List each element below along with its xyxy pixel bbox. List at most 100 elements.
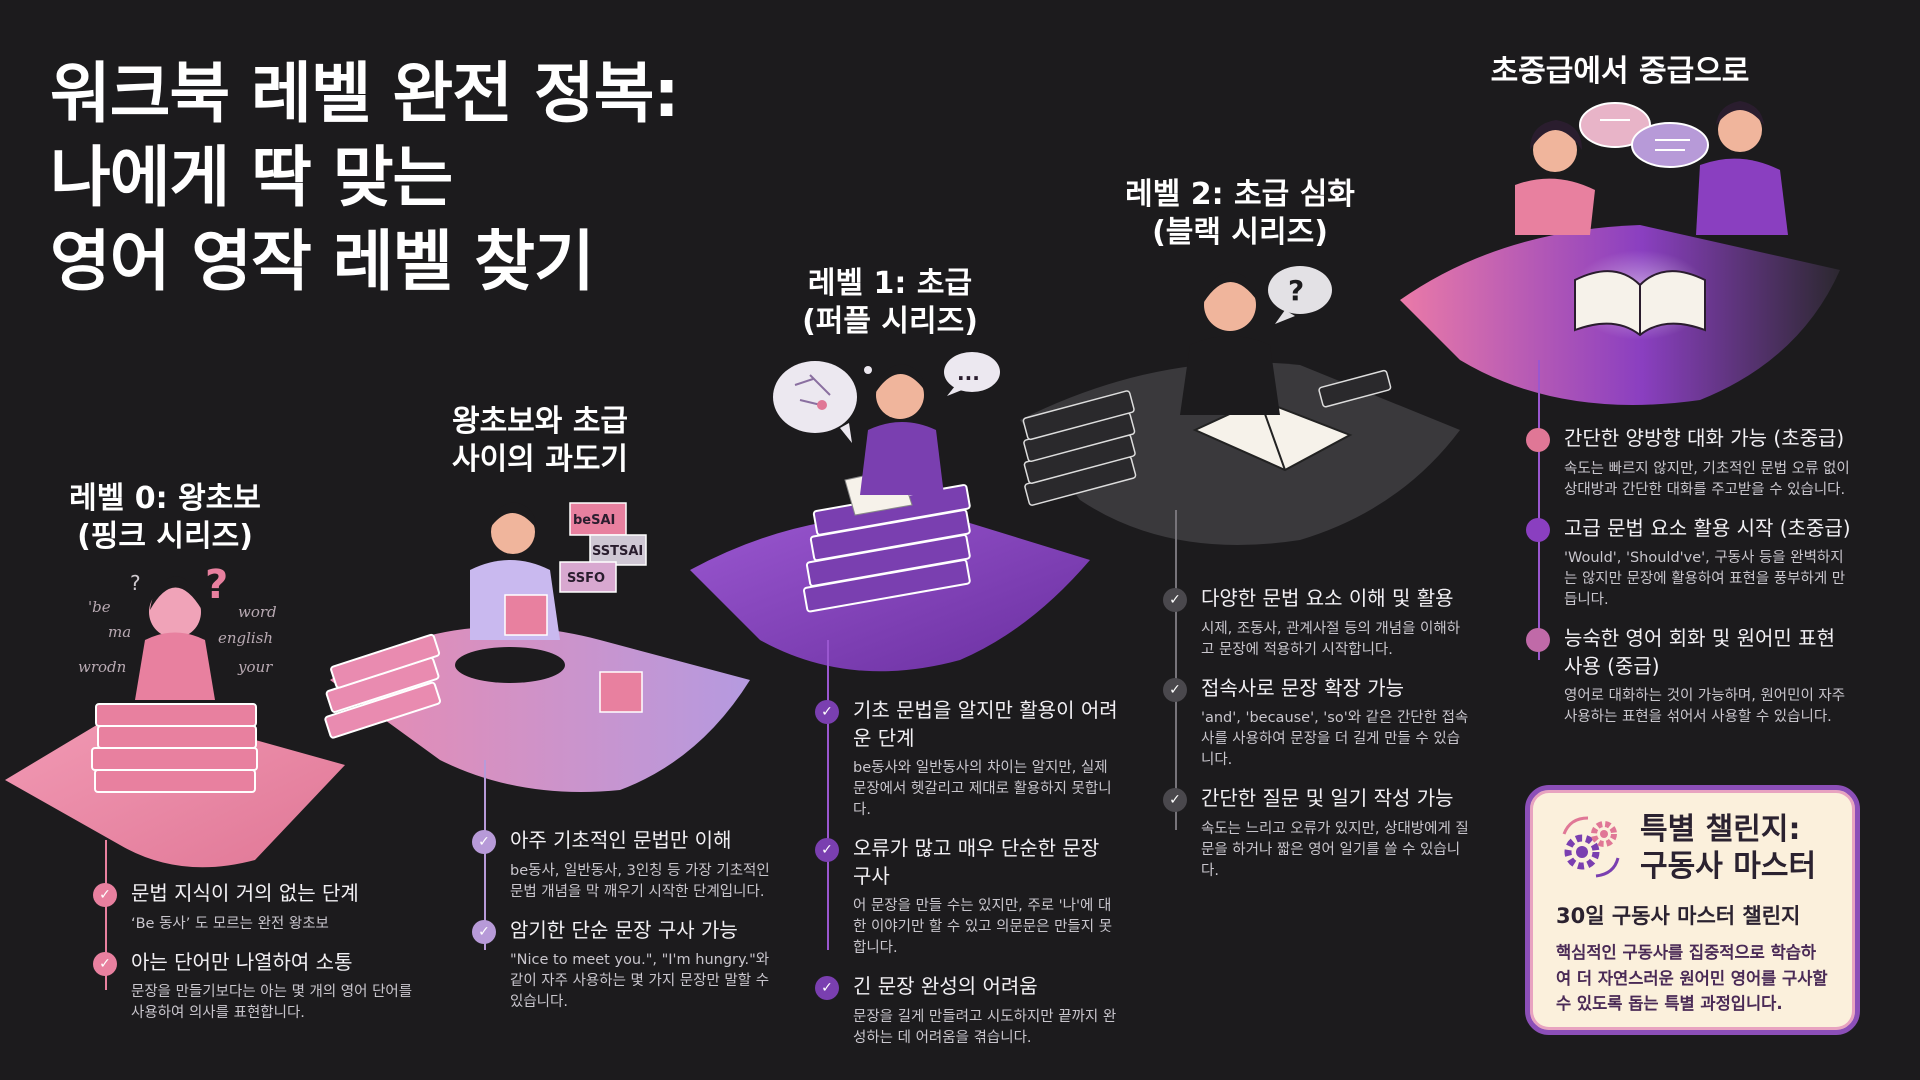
item-title: 오류가 많고 매우 단순한 문장 구사 bbox=[853, 836, 1100, 888]
list-item: ✓ 접속사로 문장 확장 가능 'and', 'because', 'so'와 … bbox=[1163, 675, 1473, 772]
transition-items: ✓ 아주 기초적인 문법만 이해 be동사, 일반동사, 3인칭 등 가장 기초… bbox=[472, 827, 772, 1027]
transition-title-line2: 사이의 과도기 bbox=[451, 442, 629, 478]
check-icon: ✓ bbox=[1163, 677, 1187, 702]
svg-text:beSAI: beSAI bbox=[573, 513, 615, 528]
top-illustration bbox=[1400, 101, 1840, 405]
item-title: 기초 문법을 알지만 활용이 어려운 단계 bbox=[853, 698, 1118, 750]
item-description: be동사와 일반동사의 차이는 알지만, 실제 문장에서 헷갈리고 제대로 활용… bbox=[853, 760, 1112, 819]
title-line-2: 나에게 딱 맞는 bbox=[50, 138, 453, 216]
check-icon: ✓ bbox=[93, 951, 117, 976]
level0-title: 레벨 0: 왕초보 (핑크 시리즈) bbox=[55, 480, 275, 557]
svg-text:english: english bbox=[218, 629, 273, 647]
level2-illustration: ? bbox=[1020, 266, 1460, 545]
list-item: ✓ 아주 기초적인 문법만 이해 be동사, 일반동사, 3인칭 등 가장 기초… bbox=[472, 827, 772, 903]
check-icon: ✓ bbox=[472, 919, 496, 944]
svg-text:SSFO: SSFO bbox=[567, 571, 605, 586]
transition-title-line1: 왕초보와 초급 bbox=[451, 404, 629, 439]
challenge-title-line1: 특별 챌린지: bbox=[1640, 812, 1801, 848]
level0-title-line1: 레벨 0: 왕초보 bbox=[69, 481, 261, 516]
page-title: 워크북 레벨 완전 정복: 나에게 딱 맞는 영어 영작 레벨 찾기 bbox=[50, 52, 680, 303]
item-description: 속도는 느리고 오류가 있지만, 상대방에게 질문을 하거나 짧은 영어 일기를… bbox=[1201, 820, 1469, 879]
item-description: 시제, 조동사, 관계사절 등의 개념을 이해하고 문장에 적용하기 시작합니다… bbox=[1201, 620, 1461, 658]
level0-connector bbox=[105, 840, 107, 990]
svg-text:your: your bbox=[237, 658, 273, 676]
list-item: 능숙한 영어 회화 및 원어민 표현 사용 (중급) 영어로 대화하는 것이 가… bbox=[1526, 625, 1856, 728]
level1-title-line2: (퍼플 시리즈) bbox=[802, 304, 978, 340]
transition-illustration: beSAI SSTSAI SSFO bbox=[324, 502, 750, 792]
item-description: 'and', 'because', 'so'와 같은 간단한 접속사를 사용하여… bbox=[1201, 710, 1469, 769]
svg-text:wrodn: wrodn bbox=[78, 658, 126, 676]
bullet-dot-icon bbox=[1526, 428, 1550, 452]
level0-illustration: ? ? 'be ma word english your wrodn bbox=[5, 562, 345, 868]
svg-text:word: word bbox=[238, 603, 277, 621]
list-item: ✓ 암기한 단순 문장 구사 가능 "Nice to meet you.", "… bbox=[472, 917, 772, 1014]
check-icon: ✓ bbox=[815, 838, 839, 863]
bullet-dot-icon bbox=[1526, 517, 1550, 542]
top-connector bbox=[1538, 360, 1540, 660]
check-icon: ✓ bbox=[815, 976, 839, 1001]
title-line-1: 워크북 레벨 완전 정복: bbox=[50, 55, 680, 132]
title-line-3: 영어 영작 레벨 찾기 bbox=[50, 222, 595, 300]
item-title: 아주 기초적인 문법만 이해 bbox=[510, 828, 732, 852]
level1-items: ✓ 기초 문법을 알지만 활용이 어려운 단계 be동사와 일반동사의 차이는 … bbox=[815, 697, 1120, 1063]
item-title: 접속사로 문장 확장 가능 bbox=[1201, 675, 1405, 700]
item-description: 영어로 대화하는 것이 가능하며, 원어민이 자주 사용하는 표현을 섞어서 사… bbox=[1564, 688, 1846, 726]
top-level-title: 초중급에서 중급으로 bbox=[1490, 53, 1750, 91]
item-description: "Nice to meet you.", "I'm hungry."와 같이 자… bbox=[510, 952, 770, 1011]
top-level-title-line1: 초중급에서 중급으로 bbox=[1490, 54, 1750, 89]
check-icon: ✓ bbox=[472, 830, 496, 854]
gears-icon bbox=[1556, 812, 1626, 886]
level0-items: ✓ 문법 지식이 거의 없는 단계 ‘Be 동사’ 도 모르는 완전 왕초보 ✓… bbox=[93, 880, 418, 1038]
challenge-subtitle: 30일 구동사 마스터 챌린지 bbox=[1556, 904, 1801, 928]
list-item: ✓ 간단한 질문 및 일기 작성 가능 속도는 느리고 오류가 있지만, 상대방… bbox=[1163, 785, 1473, 882]
list-item: 간단한 양방향 대화 가능 (초중급) 속도는 빠르지 않지만, 기초적인 문법… bbox=[1526, 425, 1856, 501]
level1-connector bbox=[827, 640, 829, 950]
list-item: ✓ 긴 문장 완성의 어려움 문장을 길게 만들려고 시도하지만 끝까지 완성하… bbox=[815, 973, 1120, 1049]
item-title: 긴 문장 완성의 어려움 bbox=[853, 974, 1038, 999]
item-title: 아는 단어만 나열하여 소통 bbox=[131, 949, 353, 974]
list-item: ✓ 아는 단어만 나열하여 소통 문장을 만들기보다는 아는 몇 개의 영어 단… bbox=[93, 949, 418, 1025]
level0-title-line2: (핑크 시리즈) bbox=[77, 519, 253, 555]
list-item: ✓ 기초 문법을 알지만 활용이 어려운 단계 be동사와 일반동사의 차이는 … bbox=[815, 697, 1120, 821]
item-title: 암기한 단순 문장 구사 가능 bbox=[510, 917, 738, 942]
transition-connector bbox=[484, 760, 486, 950]
item-title: 능숙한 영어 회화 및 원어민 표현 사용 (중급) bbox=[1564, 626, 1835, 678]
item-description: be동사, 일반동사, 3인칭 등 가장 기초적인 문법 개념을 막 깨우기 시… bbox=[510, 862, 770, 900]
top-level-items: 간단한 양방향 대화 가능 (초중급) 속도는 빠르지 않지만, 기초적인 문법… bbox=[1526, 425, 1856, 742]
level1-illustration: ... bbox=[690, 352, 1090, 672]
level1-title: 레벨 1: 초급 (퍼플 시리즈) bbox=[780, 265, 1000, 342]
svg-text:?: ? bbox=[1288, 274, 1304, 307]
svg-text:'be: 'be bbox=[88, 598, 111, 616]
item-description: 어 문장을 만들 수는 있지만, 주로 '나'에 대한 이야기만 할 수 있고 … bbox=[853, 898, 1113, 957]
list-item: ✓ 문법 지식이 거의 없는 단계 ‘Be 동사’ 도 모르는 완전 왕초보 bbox=[93, 880, 418, 935]
challenge-description: 핵심적인 구동사를 집중적으로 학습하여 더 자연스러운 원어민 영어를 구사할… bbox=[1556, 943, 1828, 1014]
item-title: 문법 지식이 거의 없는 단계 bbox=[131, 881, 359, 905]
check-icon: ✓ bbox=[93, 883, 117, 907]
item-description: 문장을 만들기보다는 아는 몇 개의 영어 단어를 사용하여 의사를 표현합니다… bbox=[131, 984, 413, 1022]
level2-title-line2: (블랙 시리즈) bbox=[1152, 215, 1328, 251]
check-icon: ✓ bbox=[1163, 788, 1187, 813]
list-item: 고급 문법 요소 활용 시작 (초중급) 'Would', 'Should've… bbox=[1526, 515, 1856, 612]
item-title: 간단한 질문 및 일기 작성 가능 bbox=[1201, 786, 1454, 811]
item-description: ‘Be 동사’ 도 모르는 완전 왕초보 bbox=[131, 915, 329, 932]
transition-title: 왕초보와 초급 사이의 과도기 bbox=[430, 403, 650, 480]
bullet-dot-icon bbox=[1526, 628, 1550, 653]
item-title: 다양한 문법 요소 이해 및 활용 bbox=[1201, 586, 1454, 610]
check-icon: ✓ bbox=[1163, 588, 1187, 612]
check-icon: ✓ bbox=[815, 700, 839, 724]
list-item: ✓ 다양한 문법 요소 이해 및 활용 시제, 조동사, 관계사절 등의 개념을… bbox=[1163, 585, 1473, 661]
level2-connector bbox=[1175, 510, 1177, 830]
item-title: 간단한 양방향 대화 가능 (초중급) bbox=[1564, 426, 1845, 450]
item-description: 속도는 빠르지 않지만, 기초적인 문법 오류 없이 상대방과 간단한 대화를 … bbox=[1564, 460, 1850, 498]
item-description: 문장을 길게 만들려고 시도하지만 끝까지 완성하는 데 어려움을 겪습니다. bbox=[853, 1009, 1117, 1047]
challenge-title: 특별 챌린지: 구동사 마스터 bbox=[1640, 812, 1816, 885]
svg-text:?: ? bbox=[205, 562, 228, 608]
item-description: 'Would', 'Should've', 구동사 등을 완벽하지는 않지만 문… bbox=[1564, 550, 1846, 609]
svg-text:SSTSAI: SSTSAI bbox=[592, 544, 643, 559]
list-item: ✓ 오류가 많고 매우 단순한 문장 구사 어 문장을 만들 수는 있지만, 주… bbox=[815, 835, 1120, 959]
level2-title-line1: 레벨 2: 초급 심화 bbox=[1125, 177, 1355, 212]
level1-title-line1: 레벨 1: 초급 bbox=[807, 266, 973, 301]
svg-text:?: ? bbox=[130, 571, 141, 595]
challenge-title-line2: 구동사 마스터 bbox=[1640, 849, 1817, 884]
